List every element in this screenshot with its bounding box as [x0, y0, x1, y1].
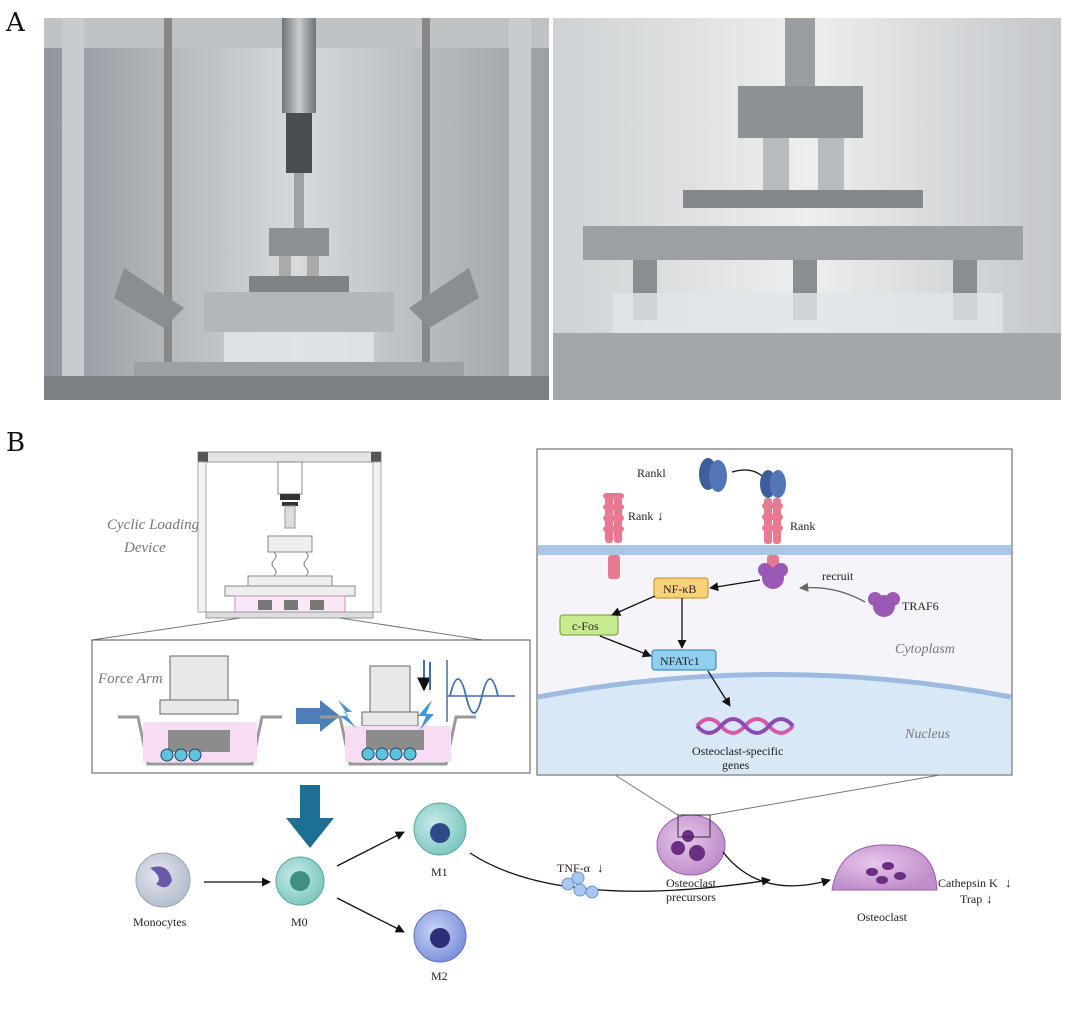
nucleus-label: Nucleus	[904, 727, 951, 742]
photo-device-front-view	[44, 18, 549, 400]
cfos-label: c-Fos	[572, 619, 599, 633]
cathepsin-label: Cathepsin K	[938, 876, 998, 890]
rankl-label: Rankl	[637, 466, 666, 480]
well-loaded	[320, 660, 515, 766]
precursors-label-line2: precursors	[666, 890, 716, 904]
monocyte-cell	[135, 852, 191, 908]
tnf-down-arrow-icon: ↓	[597, 860, 604, 875]
cathepsin-down-arrow-icon: ↓	[1005, 875, 1012, 890]
genes-label-line1: Osteoclast-specific	[692, 744, 783, 758]
trap-label: Trap	[960, 892, 982, 906]
photo-loading-plate-closeup	[553, 18, 1061, 400]
genes-label-line2: genes	[722, 758, 750, 772]
device-label-line2: Device	[123, 540, 166, 556]
cyclic-loading-device	[91, 451, 484, 641]
loading-down-arrow	[286, 785, 334, 848]
panel-label-b: B	[6, 428, 26, 458]
precursors-label-line1: Osteoclast	[666, 876, 717, 890]
m1-cell	[413, 802, 467, 856]
trap-down-arrow-icon: ↓	[986, 891, 993, 906]
m0-cell	[275, 856, 325, 906]
panel-label-a: A	[6, 8, 25, 38]
cytoplasm-label: Cytoplasm	[895, 642, 955, 657]
device-label-line1: Cyclic Loading	[107, 517, 200, 533]
rank-down-label: Rank	[628, 509, 653, 523]
monocytes-label: Monocytes	[133, 915, 187, 929]
signaling-pathway-box	[536, 448, 1013, 776]
m1-label: M1	[431, 865, 448, 879]
osteoclast-cell	[831, 844, 938, 891]
transition-arrow	[296, 700, 340, 732]
osteoclast-precursor-cell	[656, 814, 726, 876]
rank-down-arrow-icon: ↓	[657, 508, 664, 523]
m2-label: M2	[431, 969, 448, 983]
osteoclast-label: Osteoclast	[857, 910, 908, 924]
recruit-label: recruit	[822, 569, 854, 583]
nfkb-label: NF-κB	[663, 582, 696, 596]
traf6-label: TRAF6	[902, 599, 939, 613]
tnf-label: TNF-α	[557, 861, 591, 875]
m0-label: M0	[291, 915, 308, 929]
rank-label: Rank	[790, 519, 815, 533]
force-arm-label: Force Arm	[97, 671, 163, 687]
m2-cell	[413, 909, 467, 963]
well-unloaded	[118, 655, 282, 766]
nfatc1-label: NFATc1	[660, 654, 700, 668]
tnf-molecules	[561, 871, 599, 899]
